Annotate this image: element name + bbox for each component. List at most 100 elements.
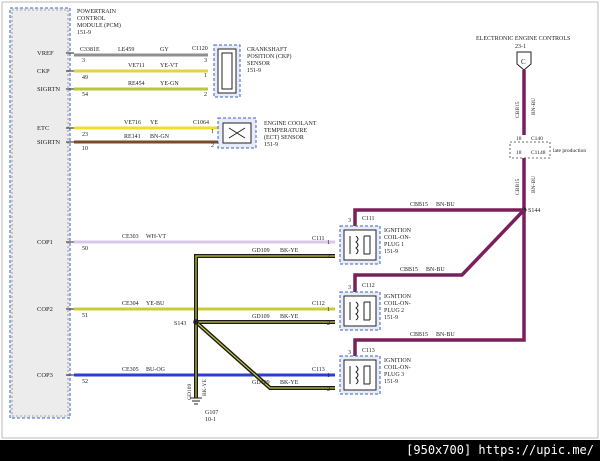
coil-2-name-3: PLUG 2 bbox=[384, 308, 404, 314]
pcm-pin-52: 52 bbox=[82, 379, 88, 385]
cbb15-feed-labels: CBB15 BN-BU CBB15 BN-BU CBB15 BN-BU bbox=[400, 202, 455, 338]
pcm-pin-label-etc: ETC bbox=[37, 125, 49, 132]
ckp-name-2: POSITION (CKP) bbox=[247, 53, 292, 60]
ignition-coil-1: C111 3 1 2 IGNITION COIL-ON- PLUG 1 151-… bbox=[327, 216, 412, 265]
gd109-label-1: GD109 bbox=[252, 248, 270, 254]
pcm-title-4: 151-9 bbox=[77, 30, 91, 36]
pcm-pin-label-ckp: CKP bbox=[37, 68, 50, 75]
wire-etc: 23 VE716 YE bbox=[74, 120, 218, 138]
pcm-pin-label-cop1: COP1 bbox=[37, 239, 53, 246]
pcm-pin-label-vref: VREF bbox=[37, 50, 54, 57]
coil-1-name-2: COIL-ON- bbox=[384, 235, 411, 241]
coil-1-pin-3: 3 bbox=[348, 218, 351, 224]
coil-3-symbol-icon bbox=[349, 365, 371, 385]
ckp-pin-3: 3 bbox=[204, 58, 207, 64]
pcm-pin-3: 3 bbox=[82, 58, 85, 64]
gd109-color-3: BK-YE bbox=[280, 380, 299, 386]
pcm-pin-50: 50 bbox=[82, 246, 88, 252]
gd109-label-2: GD109 bbox=[252, 314, 270, 320]
ground-ref: 10-1 bbox=[205, 417, 216, 423]
ect-sensor: C1064 1 2 ENGINE COOLANT TEMPERATURE (EC… bbox=[193, 117, 317, 149]
wire-ckp-vref: C3381E 3 LE459 GY bbox=[74, 47, 208, 64]
gd109-label-3: GD109 bbox=[252, 380, 270, 386]
eec-title: ELECTRONIC ENGINE CONTROLS bbox=[476, 36, 570, 42]
feed-2-circuit: CBB15 bbox=[400, 267, 418, 273]
wire-ckp-sigrtn: 54 RE454 YE-GN bbox=[74, 81, 208, 98]
coil-3-connector: C113 bbox=[362, 348, 375, 354]
ckp-name-4: 151-9 bbox=[247, 68, 261, 74]
coil-3-name-2: COIL-ON- bbox=[384, 365, 411, 371]
wire-color-ye-bu: YE-BU bbox=[146, 301, 165, 307]
coil-2-name-2: COIL-ON- bbox=[384, 301, 411, 307]
ground-symbol-icon bbox=[190, 397, 202, 405]
coil-3-name-3: PLUG 3 bbox=[384, 372, 404, 378]
splice-s143 bbox=[193, 319, 199, 325]
coil-3-wire-connector: C113 bbox=[312, 367, 325, 373]
eec-connector-letter: C bbox=[521, 58, 526, 66]
ckp-pin-2: 2 bbox=[204, 92, 207, 98]
coil-3-pin-3: 3 bbox=[348, 350, 351, 356]
ect-connector-label: C1064 bbox=[193, 120, 209, 126]
pcm-title-1: POWERTRAIN bbox=[77, 9, 117, 15]
feed-3-color: BN-BU bbox=[436, 332, 455, 338]
inline-connector-b: C1148 bbox=[531, 150, 546, 156]
ckp-sensor: C1120 3 1 2 CRANKSHAFT POSITION (CKP) SE… bbox=[192, 44, 292, 98]
coil-2-pin-2: 2 bbox=[327, 321, 330, 327]
footer-watermark: [950x700] https://upic.me/ bbox=[406, 443, 594, 457]
pcm-pin-23: 23 bbox=[82, 132, 88, 138]
wire-circuit-ve711: VE711 bbox=[128, 63, 145, 69]
pcm-box bbox=[9, 7, 71, 419]
wire-circuit-re454: RE454 bbox=[128, 81, 145, 87]
ckp-connector-label: C1120 bbox=[192, 46, 208, 52]
wire-cop3: 52 CE305 BU-OG bbox=[74, 367, 335, 385]
coil-1-symbol-icon bbox=[349, 235, 371, 255]
ckp-name-1: CRANKSHAFT bbox=[247, 47, 287, 53]
eec-source: ELECTRONIC ENGINE CONTROLS 23-1 C CBB15 … bbox=[476, 36, 586, 214]
coil-3-name-1: IGNITION bbox=[384, 358, 412, 364]
coil-2-pin-1: 1 bbox=[327, 307, 330, 313]
feed-1-color: BN-BU bbox=[436, 202, 455, 208]
gd109-vertical-color: BK-YE bbox=[202, 379, 208, 396]
coil-2-name-4: 151-9 bbox=[384, 315, 398, 321]
eec-color-upper: BN-BU bbox=[531, 98, 537, 115]
ckp-pin-1: 1 bbox=[204, 73, 207, 79]
coil-2-wire-connector: C112 bbox=[312, 301, 325, 307]
inline-connector-a: C140 bbox=[531, 136, 543, 142]
ckp-name-3: SENSOR bbox=[247, 61, 270, 67]
late-production-box bbox=[509, 141, 551, 159]
wire-circuit-ce303: CE303 bbox=[122, 234, 139, 240]
wire-ckp-signal: 49 VE711 YE-VT bbox=[74, 63, 208, 81]
feed-3-circuit: CBB15 bbox=[410, 332, 428, 338]
gd109-color-1: BK-YE bbox=[280, 248, 299, 254]
wire-color-wh-vt: WH-VT bbox=[146, 234, 166, 240]
eec-connector-symbol bbox=[516, 51, 532, 71]
coil-1-name-3: PLUG 1 bbox=[384, 242, 404, 248]
eec-circuit-lower: CBB15 bbox=[515, 178, 521, 195]
wire-color-bn-gn: BN-GN bbox=[150, 134, 170, 140]
eec-ref: 23-1 bbox=[515, 44, 526, 50]
coil-2-symbol-icon bbox=[349, 301, 371, 321]
gd109-color-2: BK-YE bbox=[280, 314, 299, 320]
wire-cop2: 51 CE304 YE-BU bbox=[74, 301, 335, 319]
pcm-pin-ticks bbox=[66, 52, 74, 376]
ect-pin-2: 2 bbox=[211, 143, 214, 149]
splice-s143-label: S143 bbox=[174, 321, 186, 327]
wire-circuit-le459: LE459 bbox=[118, 47, 134, 53]
ground-point: G107 bbox=[205, 410, 218, 416]
pcm-title-2: CONTROL bbox=[77, 16, 106, 22]
coil-2-name-1: IGNITION bbox=[384, 294, 412, 300]
coil-1-pin-2: 2 bbox=[327, 254, 330, 260]
pcm-pin-label-cop2: COP2 bbox=[37, 306, 53, 313]
eec-circuit-upper: CBB15 bbox=[515, 101, 521, 118]
feed-2-color: BN-BU bbox=[426, 267, 445, 273]
pcm-pin-labels: VREF CKP SIGRTN ETC SIGRTN COP1 COP2 COP… bbox=[37, 50, 60, 379]
coil-1-name-1: IGNITION bbox=[384, 228, 412, 234]
coil-1-name-4: 151-9 bbox=[384, 249, 398, 255]
coil-2-pin-3: 3 bbox=[348, 285, 351, 291]
diagram-canvas: POWERTRAIN CONTROL MODULE (PCM) 151-9 VR… bbox=[1, 1, 599, 439]
pcm-pin-51: 51 bbox=[82, 313, 88, 319]
pcm-inner bbox=[11, 9, 69, 417]
pcm-module: POWERTRAIN CONTROL MODULE (PCM) 151-9 bbox=[9, 7, 121, 419]
ect-name-1: ENGINE COOLANT bbox=[264, 121, 317, 127]
